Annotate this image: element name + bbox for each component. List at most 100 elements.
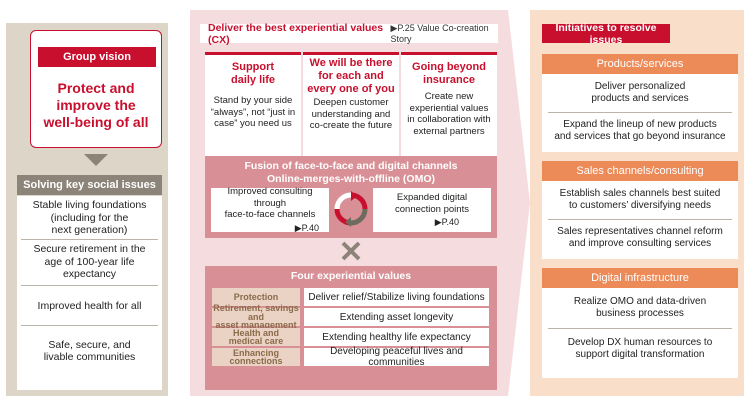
cycle-arrows-icon — [333, 191, 369, 227]
social-issue-item: Secure retirement in the age of 100-year… — [17, 241, 162, 283]
cx-card-desc: experiential values — [409, 102, 489, 114]
cx-card-desc: Deepen customer — [313, 97, 389, 108]
social-issues-list — [17, 196, 162, 390]
page-reference-link[interactable]: ▶P.25 Value Co-creation Story — [390, 23, 489, 44]
value-category-label: Retirement, savings and asset management — [212, 304, 300, 330]
issue-line: expectancy — [62, 268, 117, 281]
item-line: and improve consulting services — [568, 238, 712, 249]
initiative-item: Deliver personalized products and servic… — [542, 78, 738, 108]
cx-card-desc: Stand by your side — [213, 95, 293, 106]
omo-card-text: face-to-face channels — [224, 209, 316, 221]
item-line: support digital transformation — [575, 349, 705, 360]
cx-card-title: for each and — [318, 70, 384, 82]
value-category-label: Enhancing connections — [212, 348, 300, 366]
page-reference-link[interactable]: ▶P.40 — [294, 222, 319, 233]
four-values-title: Four experiential values — [290, 270, 412, 282]
cx-card-title: daily life — [230, 74, 276, 86]
issue-line: (including for the — [50, 211, 129, 224]
item-line: business processes — [596, 308, 684, 319]
item-line: Develop DX human resources to — [567, 337, 713, 348]
vision-line: well-being of all — [43, 113, 149, 130]
cross-icon — [340, 240, 362, 262]
value-description: Extending asset longevity — [304, 308, 489, 326]
cx-card-title: every one of you — [307, 83, 395, 95]
cx-banner: Deliver the best experiential values (CX… — [200, 21, 498, 46]
cx-card-beyond-insurance: Going beyond insurance Create new experi… — [401, 52, 497, 156]
cx-card-desc: understanding and — [311, 108, 391, 120]
item-line: to customers’ diversifying needs — [569, 200, 711, 211]
cx-card-each-one: We will be there for each and every one … — [303, 52, 399, 156]
cx-card-desc: external partners — [413, 125, 485, 137]
page-reference-link[interactable]: ▶P.40 — [434, 217, 459, 227]
issue-line: Secure retirement in the — [33, 243, 146, 256]
cx-card-title: We will be there — [309, 57, 393, 69]
divider — [548, 219, 732, 220]
social-issue-item: Improved health for all — [17, 288, 162, 324]
right-arrow-icon — [508, 10, 530, 396]
value-description: Deliver relief/Stabilize living foundati… — [304, 288, 489, 306]
social-issues-heading: Solving key social issues — [17, 175, 162, 195]
down-arrow-icon — [84, 154, 108, 166]
initiative-section-heading: Sales channels/consulting — [542, 161, 738, 181]
cx-card-title: insurance — [423, 74, 475, 86]
issue-line: next generation) — [51, 224, 128, 237]
group-vision-heading: Group vision — [38, 47, 156, 67]
divider — [548, 112, 732, 113]
initiatives-heading: Initiatives to resolve issues — [542, 22, 670, 46]
issue-line: livable communities — [43, 351, 136, 363]
initiative-item: Develop DX human resources to support di… — [542, 333, 738, 365]
label-line: asset management — [215, 320, 297, 331]
initiative-item: Realize OMO and data-driven business pro… — [542, 292, 738, 324]
cx-card-desc: in collaboration with — [407, 114, 491, 125]
cx-card-desc: Create new — [424, 91, 474, 102]
label-line: Health and — [232, 327, 279, 338]
issue-line: Safe, secure, and — [48, 338, 131, 351]
item-line: and services that go beyond insurance — [554, 131, 726, 142]
label-line: medical care — [228, 336, 284, 346]
value-description: Extending healthy life expectancy — [304, 328, 489, 346]
cx-card-support: Support daily life Stand by your side “a… — [205, 52, 301, 156]
omo-title: Fusion of face-to-face and digital chann… — [244, 160, 458, 172]
cx-card-title: Going beyond — [412, 61, 486, 73]
issue-line: age of 100-year life — [44, 255, 135, 268]
cx-card-desc: “always”, not “just in — [210, 106, 296, 118]
label-line: Enhancing — [232, 347, 279, 358]
divider — [21, 325, 158, 326]
omo-card-digital: Expanded digital connection points ▶P.40 — [373, 188, 491, 232]
item-line: Establish sales channels best suited — [559, 188, 721, 199]
value-category-label: Health and medical care — [212, 328, 300, 346]
label-line: Retirement, savings and — [213, 303, 299, 322]
omo-subtitle: Online-merges-with-offline (OMO) — [267, 173, 435, 185]
vision-line: improve the — [56, 96, 136, 113]
vision-line: Protect and — [57, 79, 135, 96]
social-issue-item: Stable living foundations (including for… — [17, 197, 162, 239]
item-line: Realize OMO and data-driven — [573, 296, 707, 307]
group-vision-statement: Protect and improve the well-being of al… — [32, 72, 160, 138]
value-description: Developing peaceful lives and communitie… — [304, 346, 489, 368]
label-line: connections — [229, 356, 283, 366]
cx-card-desc: case” you need us — [214, 118, 292, 129]
label-line: Protection — [233, 291, 279, 302]
item-line: Sales representatives channel reform — [557, 226, 723, 237]
item-line: Deliver personalized — [594, 81, 686, 92]
value-category-label: Protection — [212, 288, 300, 306]
item-line: Expand the lineup of new products — [563, 119, 717, 130]
issue-line: Improved health for all — [37, 299, 142, 312]
issue-line: Stable living foundations — [32, 199, 147, 212]
omo-card-text: Improved consulting through — [227, 186, 313, 209]
omo-card-text: Expanded digital — [396, 192, 468, 203]
cx-card-desc: co-create the future — [309, 120, 393, 131]
initiative-section-heading: Products/services — [542, 54, 738, 74]
omo-card-text: connection points — [395, 203, 469, 215]
initiative-item: Expand the lineup of new products and se… — [542, 116, 738, 146]
initiative-item: Establish sales channels best suited to … — [542, 185, 738, 215]
divider — [21, 239, 158, 240]
cx-title: Deliver the best experiential values (CX… — [208, 21, 384, 46]
omo-card-face-to-face: Improved consulting through face-to-face… — [211, 186, 329, 233]
initiative-item: Sales representatives channel reform and… — [542, 223, 738, 253]
item-line: products and services — [591, 93, 689, 104]
divider — [21, 285, 158, 286]
initiative-section-heading: Digital infrastructure — [542, 268, 738, 288]
divider — [548, 328, 732, 329]
cx-card-title: Support — [231, 61, 275, 73]
